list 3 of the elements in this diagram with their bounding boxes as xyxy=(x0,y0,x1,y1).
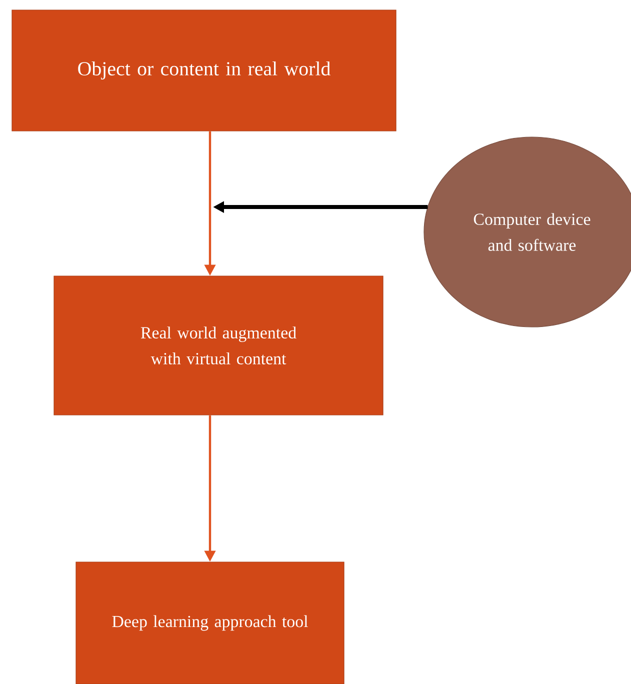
process-box: Deep learning approach tool xyxy=(76,562,344,684)
process-box: Object or content in real world xyxy=(12,10,396,132)
process-box: Real world augmented with virtual content xyxy=(54,276,384,416)
